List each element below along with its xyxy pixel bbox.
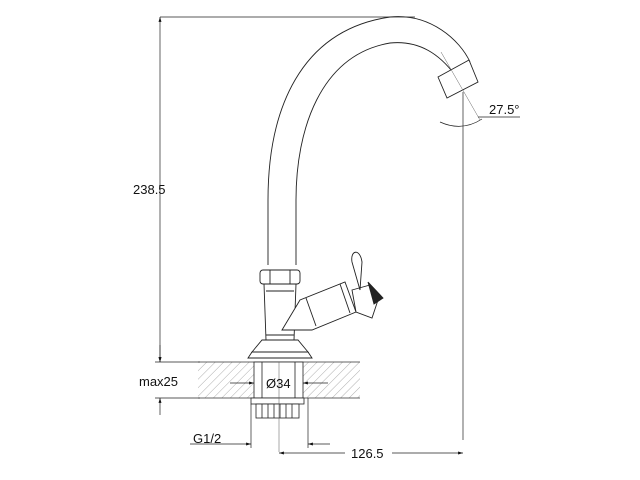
shank xyxy=(250,361,305,452)
tap-body xyxy=(247,251,384,359)
angle-dimension xyxy=(439,92,520,440)
angle-label: 27.5° xyxy=(489,102,520,117)
spout xyxy=(267,16,481,265)
bottom-dimensions xyxy=(190,398,463,455)
height-dimension xyxy=(155,16,415,415)
countertop-section xyxy=(198,361,360,399)
diameter-label: Ø34 xyxy=(266,376,291,391)
reach-label: 126.5 xyxy=(351,446,384,461)
thickness-label: max25 xyxy=(139,374,179,389)
thread-label: G1/2 xyxy=(193,431,222,446)
height-label: 238.5 xyxy=(133,182,166,197)
